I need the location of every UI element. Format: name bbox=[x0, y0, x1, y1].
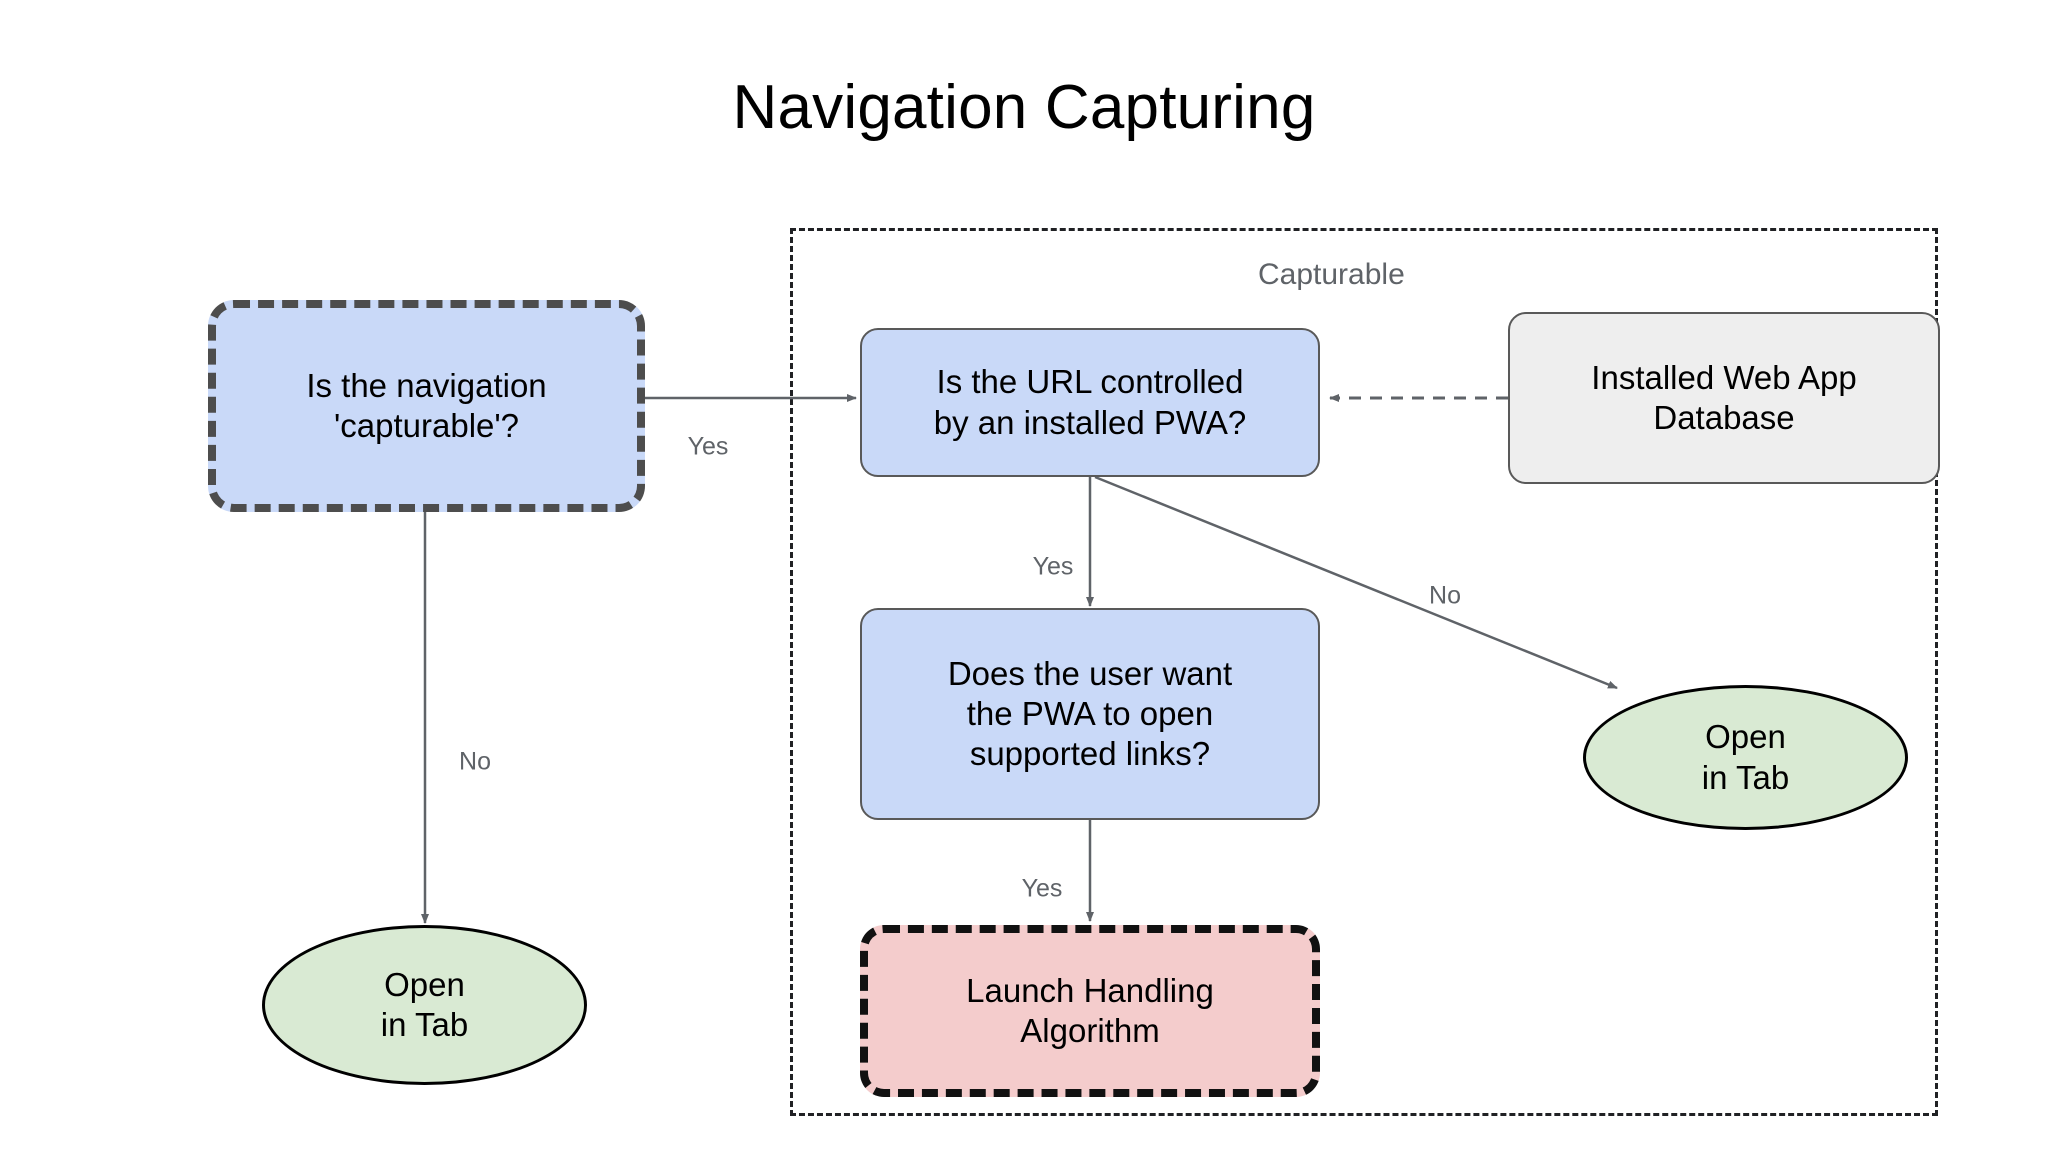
capturable-group-container bbox=[790, 228, 1938, 1116]
node-installed-web-app-database[interactable]: Installed Web App Database bbox=[1508, 312, 1940, 484]
page-title: Navigation Capturing bbox=[732, 73, 1316, 142]
edge-label-capturable-yes: Yes bbox=[687, 432, 729, 461]
node-does-user-want-pwa-open-links[interactable]: Does the user want the PWA to open suppo… bbox=[860, 608, 1320, 820]
node-is-url-controlled-by-pwa[interactable]: Is the URL controlled by an installed PW… bbox=[860, 328, 1320, 477]
edge-label-capturable-no: No bbox=[459, 747, 491, 776]
node-open-in-tab-left[interactable]: Open in Tab bbox=[262, 925, 587, 1085]
edge-label-url-no: No bbox=[1429, 581, 1461, 610]
edge-label-url-yes: Yes bbox=[1032, 552, 1074, 581]
capturable-group-label: Capturable bbox=[1258, 258, 1405, 291]
edge-label-user-yes: Yes bbox=[1021, 874, 1063, 903]
node-is-navigation-capturable[interactable]: Is the navigation 'capturable'? bbox=[208, 300, 645, 512]
node-launch-handling-algorithm[interactable]: Launch Handling Algorithm bbox=[860, 925, 1320, 1097]
node-open-in-tab-right[interactable]: Open in Tab bbox=[1583, 685, 1908, 830]
